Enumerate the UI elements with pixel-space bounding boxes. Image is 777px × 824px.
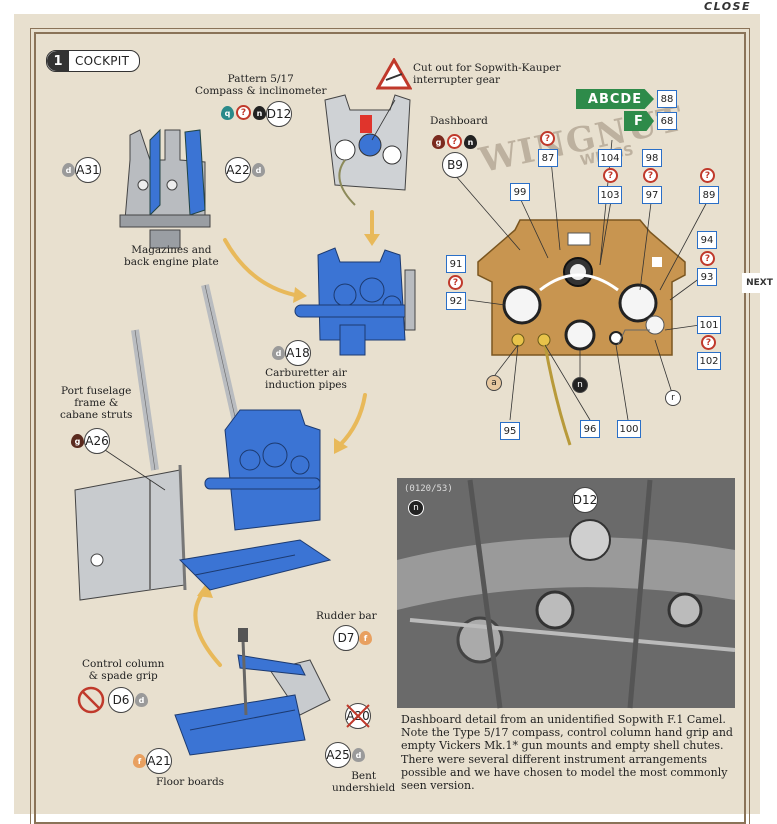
next-button[interactable]: NEXT — [742, 273, 777, 293]
part-a26: A26 — [84, 428, 110, 454]
decal-91: 91 — [446, 255, 466, 273]
paint-query: ? — [236, 105, 251, 120]
callout-r: r — [665, 390, 681, 406]
label-bent: Bent undershield — [332, 770, 396, 795]
callout-a: a — [486, 375, 502, 391]
do-not-use-icon — [77, 686, 105, 714]
cabane-struts — [131, 284, 242, 471]
photo-callout-n: n — [408, 500, 424, 516]
photo-part-d12: D12 — [572, 487, 598, 513]
part-a31: A31 — [75, 157, 101, 183]
decal-100: 100 — [617, 420, 641, 438]
decal-query: ? — [700, 251, 715, 266]
carburetter-part — [294, 247, 416, 356]
label-magazines: Magazines and back engine plate — [124, 244, 219, 269]
dashboard-part — [477, 219, 686, 446]
callout-n: n — [572, 377, 588, 393]
paint-drop-n: n — [253, 106, 266, 120]
part-a21: A21 — [146, 748, 172, 774]
paint-drop-f: f — [133, 754, 146, 768]
label-floor: Floor boards — [156, 776, 225, 788]
label-rudder: Rudder bar — [316, 610, 377, 622]
paint-drop-q: q — [221, 106, 234, 120]
decal-103: 103 — [598, 186, 622, 204]
label-compass: Pattern 5/17 Compass & inclinometer — [195, 73, 327, 98]
paint-drop-d: d — [135, 693, 148, 707]
decal-89: 89 — [699, 186, 719, 204]
label-cutout: Cut out for Sopwith-Kauper interrupter g… — [413, 62, 561, 87]
photo-reference: (0120/53) — [404, 484, 453, 494]
paint-query: ? — [447, 134, 462, 149]
decal-query: ? — [540, 131, 555, 146]
label-dashboard: Dashboard — [430, 115, 488, 127]
decal-104: 104 — [598, 149, 622, 167]
decal-97: 97 — [642, 186, 662, 204]
paint-drop-d: d — [272, 346, 285, 360]
decal-query: ? — [643, 168, 658, 183]
paint-drop-n: n — [464, 135, 477, 149]
decal-98: 98 — [642, 149, 662, 167]
decal-query: ? — [700, 168, 715, 183]
magazines-part — [119, 128, 211, 249]
label-control: Control column & spade grip — [82, 658, 165, 683]
part-d12: D12 — [266, 101, 292, 127]
paint-drop-d: d — [62, 163, 75, 177]
label-carb: Carburetter air induction pipes — [265, 367, 347, 392]
photo-art — [397, 478, 736, 709]
decal-87: 87 — [538, 149, 558, 167]
arrow-floor — [193, 588, 222, 667]
close-button[interactable]: CLOSE — [704, 0, 751, 13]
warning-icon — [376, 58, 412, 90]
step-title: COCKPIT — [75, 54, 130, 68]
part-a22: A22 — [225, 157, 251, 183]
photo-caption: Dashboard detail from an unidentified So… — [401, 713, 733, 792]
decal-94: 94 — [697, 231, 717, 249]
step-header: 1 COCKPIT — [46, 50, 141, 72]
decal-96: 96 — [580, 420, 600, 438]
floor-assembly — [174, 628, 331, 756]
part-d6: D6 — [108, 687, 134, 713]
decal-query: ? — [448, 275, 463, 290]
arrow-carb — [338, 393, 367, 447]
flag-f: F — [624, 111, 654, 131]
paint-drop-g: g — [432, 135, 445, 149]
decal-95: 95 — [500, 422, 520, 440]
paint-drop-g: g — [71, 434, 84, 448]
decal-68: 68 — [657, 112, 677, 130]
decal-query: ? — [701, 335, 716, 350]
paint-drop-f: f — [359, 631, 372, 645]
assembly-illustration — [74, 94, 736, 756]
part-b9: B9 — [442, 152, 468, 178]
decal-101: 101 — [697, 316, 721, 334]
flag-abcde: ABCDE — [576, 89, 654, 109]
label-port: Port fuselage frame & cabane struts — [60, 385, 133, 422]
decal-102: 102 — [697, 352, 721, 370]
decal-99: 99 — [510, 183, 530, 201]
do-not-use-icon — [346, 704, 370, 728]
paint-drop-d: d — [352, 748, 365, 762]
decal-88: 88 — [657, 90, 677, 108]
part-a25: A25 — [325, 742, 351, 768]
paint-drop-d: d — [252, 163, 265, 177]
arrow-heads — [197, 234, 380, 598]
part-d7: D7 — [333, 625, 359, 651]
assembled-cockpit — [74, 409, 332, 601]
decal-query: ? — [603, 168, 618, 183]
decal-93: 93 — [697, 268, 717, 286]
decal-92: 92 — [446, 292, 466, 310]
part-a18: A18 — [285, 340, 311, 366]
arrow-magazines — [223, 238, 297, 297]
compass-part — [324, 94, 411, 206]
step-number: 1 — [47, 51, 69, 71]
